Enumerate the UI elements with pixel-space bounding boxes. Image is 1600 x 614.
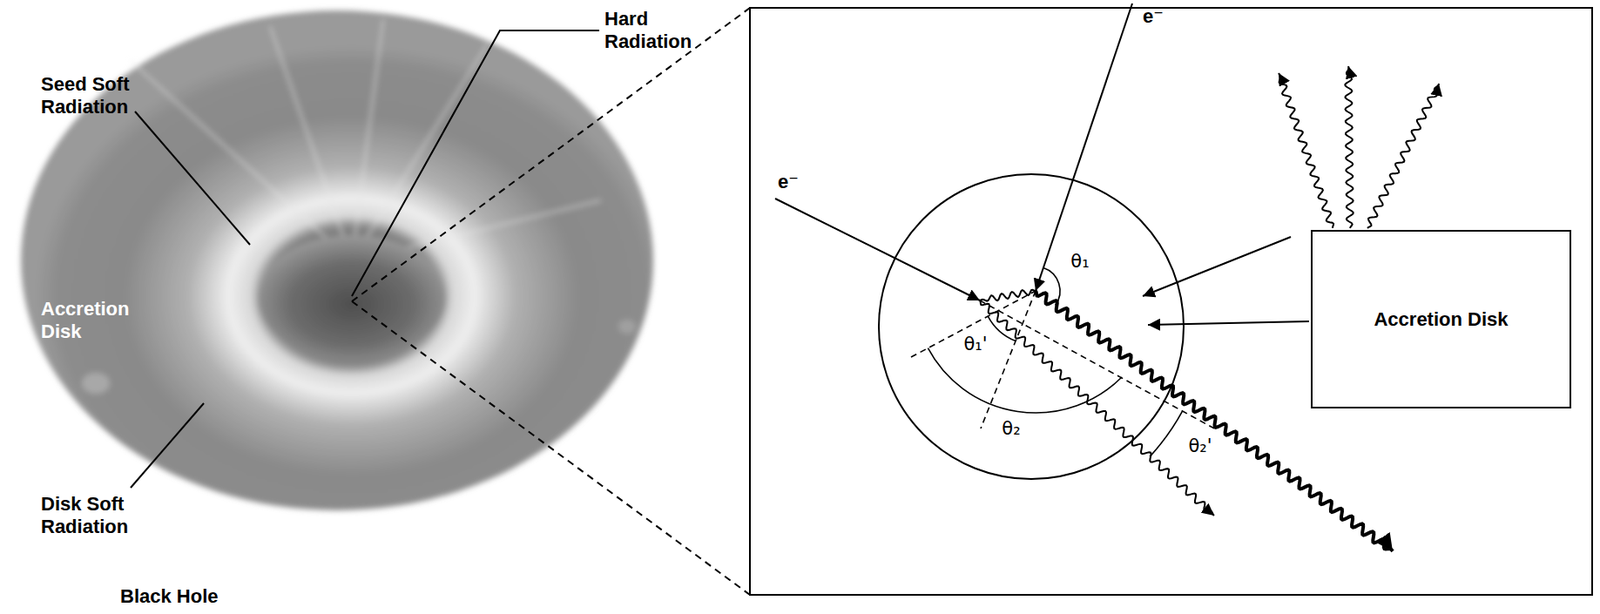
leader-line	[351, 30, 600, 297]
leader-line	[135, 111, 250, 245]
scattered-photon	[979, 300, 1215, 516]
photon-segment	[979, 290, 1036, 302]
zoom-lines	[351, 7, 750, 595]
angle-label: θ₂	[1001, 418, 1020, 439]
box-label: Accretion Disk	[1373, 308, 1508, 331]
angle-label: θ₁	[1070, 250, 1089, 272]
disk-streak	[130, 60, 352, 262]
electron-paths	[775, 3, 1133, 301]
angle-arc	[1043, 267, 1060, 305]
corona-region	[878, 174, 1184, 480]
electron-path	[1035, 3, 1133, 291]
accretion-disk-picture	[20, 10, 654, 511]
angle-label: θ₁'	[963, 333, 987, 355]
callout-label: Disk Soft Radiation	[40, 492, 142, 539]
angle-arcs	[927, 267, 1182, 457]
electron-label: e⁻	[1142, 5, 1164, 28]
zoom-panel	[749, 7, 1593, 595]
disk-streak	[270, 26, 352, 262]
accretion-disk-box: Accretion Disk	[1310, 229, 1572, 409]
black-hole-well	[257, 235, 446, 361]
reference-line	[979, 300, 1216, 430]
figure-label: Black Hole	[120, 585, 219, 608]
reference-lines	[911, 290, 1216, 430]
region-label: Accretion Disk	[40, 297, 142, 344]
zoom-line	[351, 301, 750, 595]
seed-photon-arrow	[1142, 236, 1291, 297]
angle-arc	[1149, 411, 1183, 458]
angle-arc	[927, 348, 1122, 413]
electron-label: e⁻	[777, 170, 799, 194]
disk-photon	[1367, 83, 1439, 229]
disk-body	[20, 10, 654, 511]
disk-blob	[618, 319, 636, 334]
leader-lines	[130, 30, 600, 488]
angle-label: θ₂'	[1188, 435, 1212, 457]
disk-streaks	[130, 19, 601, 262]
angle-arc	[987, 316, 1016, 341]
callout-label: Hard Radiation	[604, 7, 705, 54]
disk-streak	[351, 43, 488, 262]
disk-photon	[1344, 66, 1353, 229]
zoom-line	[351, 7, 750, 302]
leader-line	[130, 403, 204, 488]
electron-path	[775, 198, 980, 301]
disk-streak	[351, 19, 384, 262]
reference-line	[911, 290, 1036, 358]
callout-label: Seed Soft Radiation	[40, 73, 142, 119]
disk-photon	[1278, 73, 1334, 229]
seed-photon-arrow	[1147, 321, 1310, 325]
disk-blob	[81, 372, 110, 394]
seed-photon-arrows	[1142, 236, 1310, 325]
